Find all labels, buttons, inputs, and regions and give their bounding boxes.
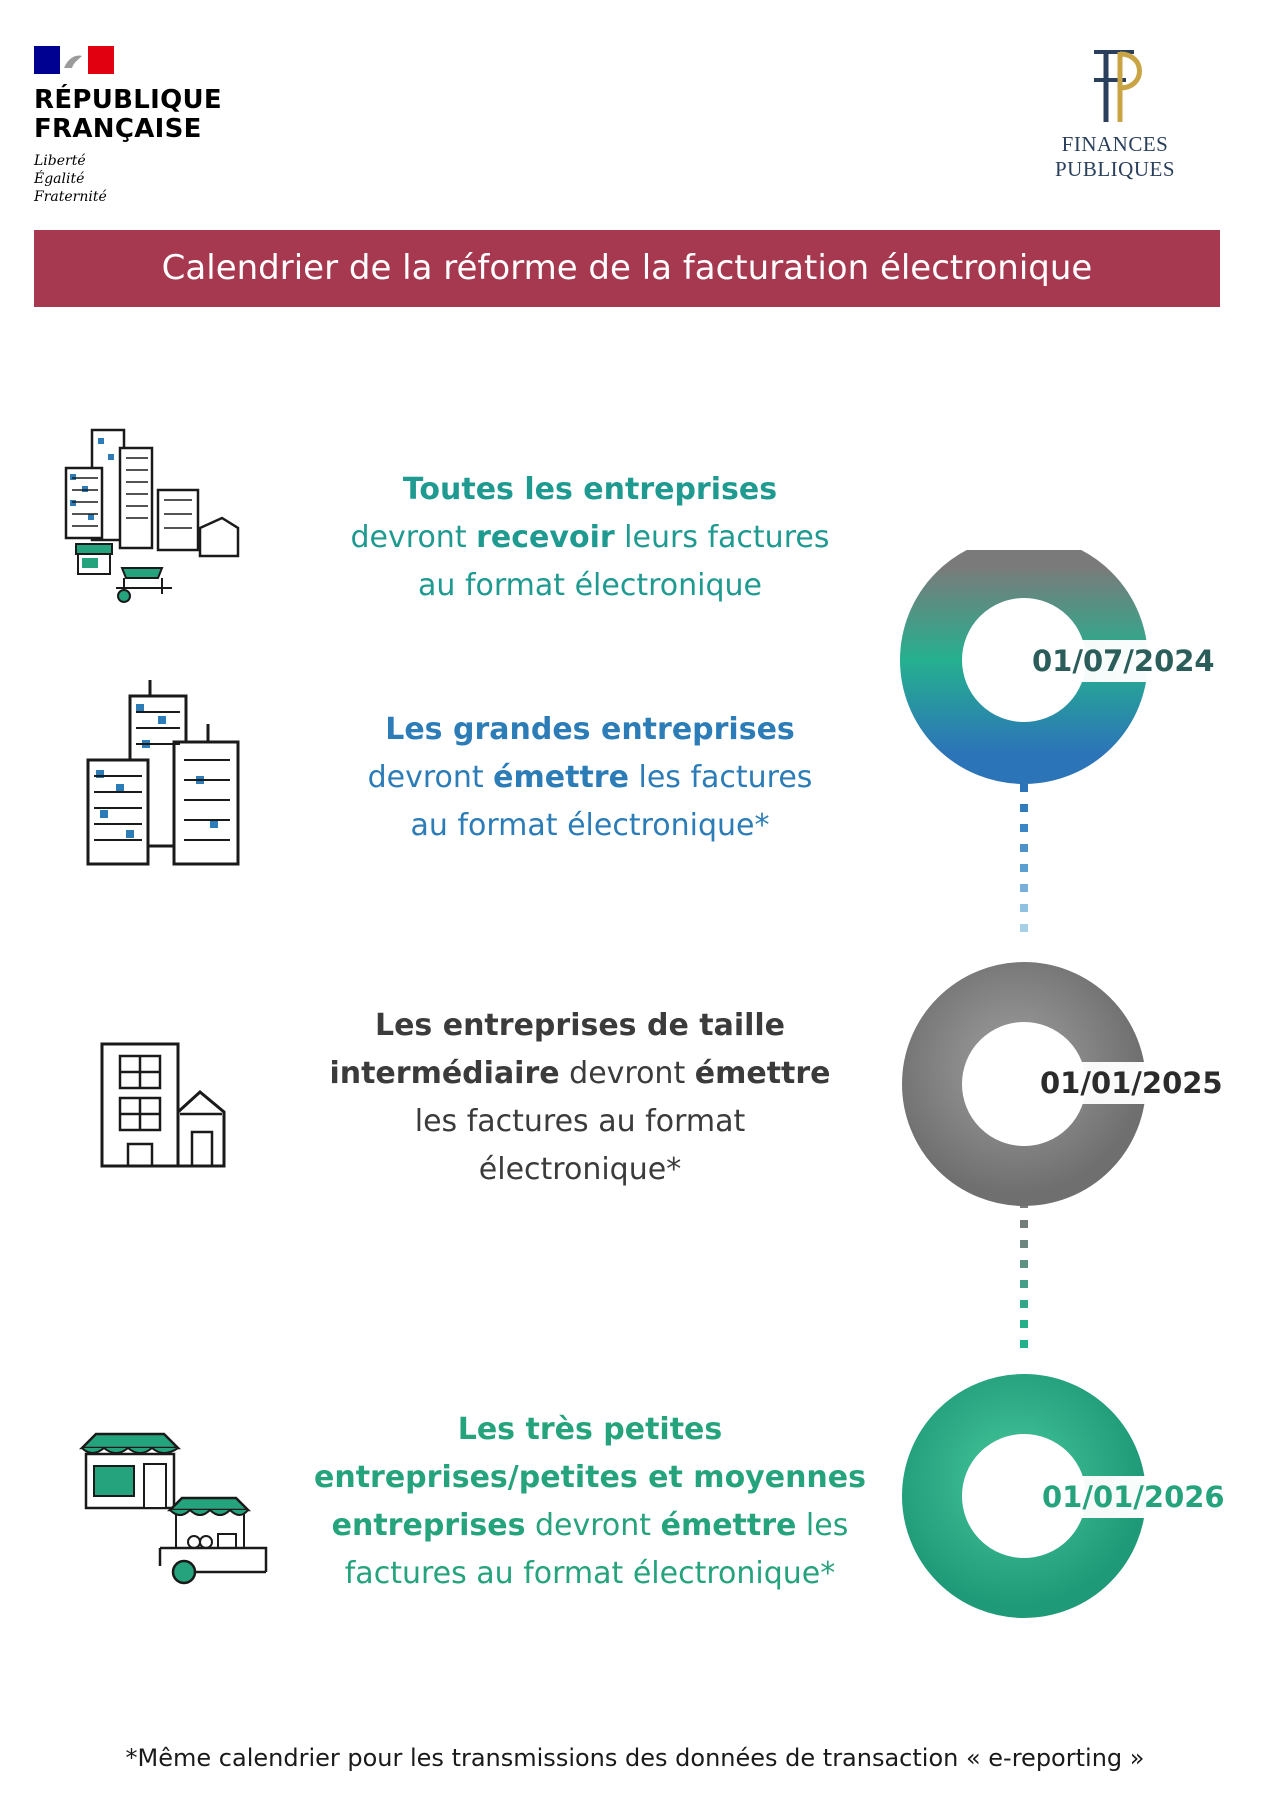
s1-line2a: devront [350,520,477,555]
s2-line2b: émettre [493,760,629,795]
marianne-flag-icon [34,46,114,74]
s4-line4: factures au format électronique* [344,1556,836,1591]
statement-small-companies: Les très petites entreprises/petites et … [280,1406,900,1598]
statement-intermediate-companies: Les entreprises de taille intermédiaire … [280,1002,880,1194]
s4-line3b: devront [525,1508,661,1543]
small-businesses-shops-icon [78,1432,268,1585]
s3-line3: les factures au format [414,1104,746,1139]
s3-line1: Les entreprises de taille [374,1008,786,1043]
motto-egalite: Égalité [34,171,85,187]
s1-line2b: recevoir [476,520,615,555]
all-companies-buildings-icon [64,428,240,603]
s2-line2a: devront [367,760,494,795]
s3-line2c: émettre [694,1056,831,1091]
s4-line3d: les [796,1508,849,1543]
date-label-2026: 01/01/2026 [1034,1476,1233,1518]
rf-line1: RÉPUBLIQUE [34,85,222,115]
republique-francaise-logo: RÉPUBLIQUE FRANÇAISE Liberté Égalité Fra… [34,46,234,206]
motto-liberte: Liberté [34,153,86,169]
s4-line1: Les très petites [457,1412,723,1447]
motto-fraternite: Fraternité [34,189,107,205]
s3-line2b: devront [559,1056,695,1091]
fp-name: FINANCES PUBLIQUES [1054,132,1175,181]
large-companies-buildings-icon [86,680,240,866]
s1-line3: au format électronique [418,568,762,603]
rf-line2: FRANÇAISE [34,114,202,144]
date-label-2024: 01/07/2024 [1024,640,1223,682]
statement-all-companies: Toutes les entreprises devront recevoir … [280,466,900,610]
s4-line3a: entreprises [331,1508,526,1543]
footnote: *Même calendrier pour les transmissions … [125,1744,1145,1772]
intermediate-companies-building-icon [100,1042,226,1168]
s2-line3: au format électronique* [410,808,770,843]
s2-line2c: les factures [628,760,813,795]
s1-line2c: leurs factures [614,520,830,555]
connector-2 [1020,1200,1028,1348]
s3-line4: électronique* [478,1152,682,1187]
statement-large-companies: Les grandes entreprises devront émettre … [280,706,900,850]
fp-monogram-icon [1094,50,1142,122]
date-label-2025: 01/01/2025 [1032,1062,1231,1104]
s4-line2: entreprises/petites et moyennes [313,1460,866,1495]
connector-1 [1020,784,1028,932]
page-title: Calendrier de la réforme de la facturati… [161,247,1093,288]
s1-line1: Toutes les entreprises [402,472,778,507]
s2-line1: Les grandes entreprises [385,712,795,747]
s3-line2a: intermédiaire [329,1056,560,1091]
finances-publiques-logo: FINANCES PUBLIQUES [1000,44,1230,182]
page-title-banner: Calendrier de la réforme de la facturati… [34,230,1220,307]
s4-line3c: émettre [660,1508,797,1543]
